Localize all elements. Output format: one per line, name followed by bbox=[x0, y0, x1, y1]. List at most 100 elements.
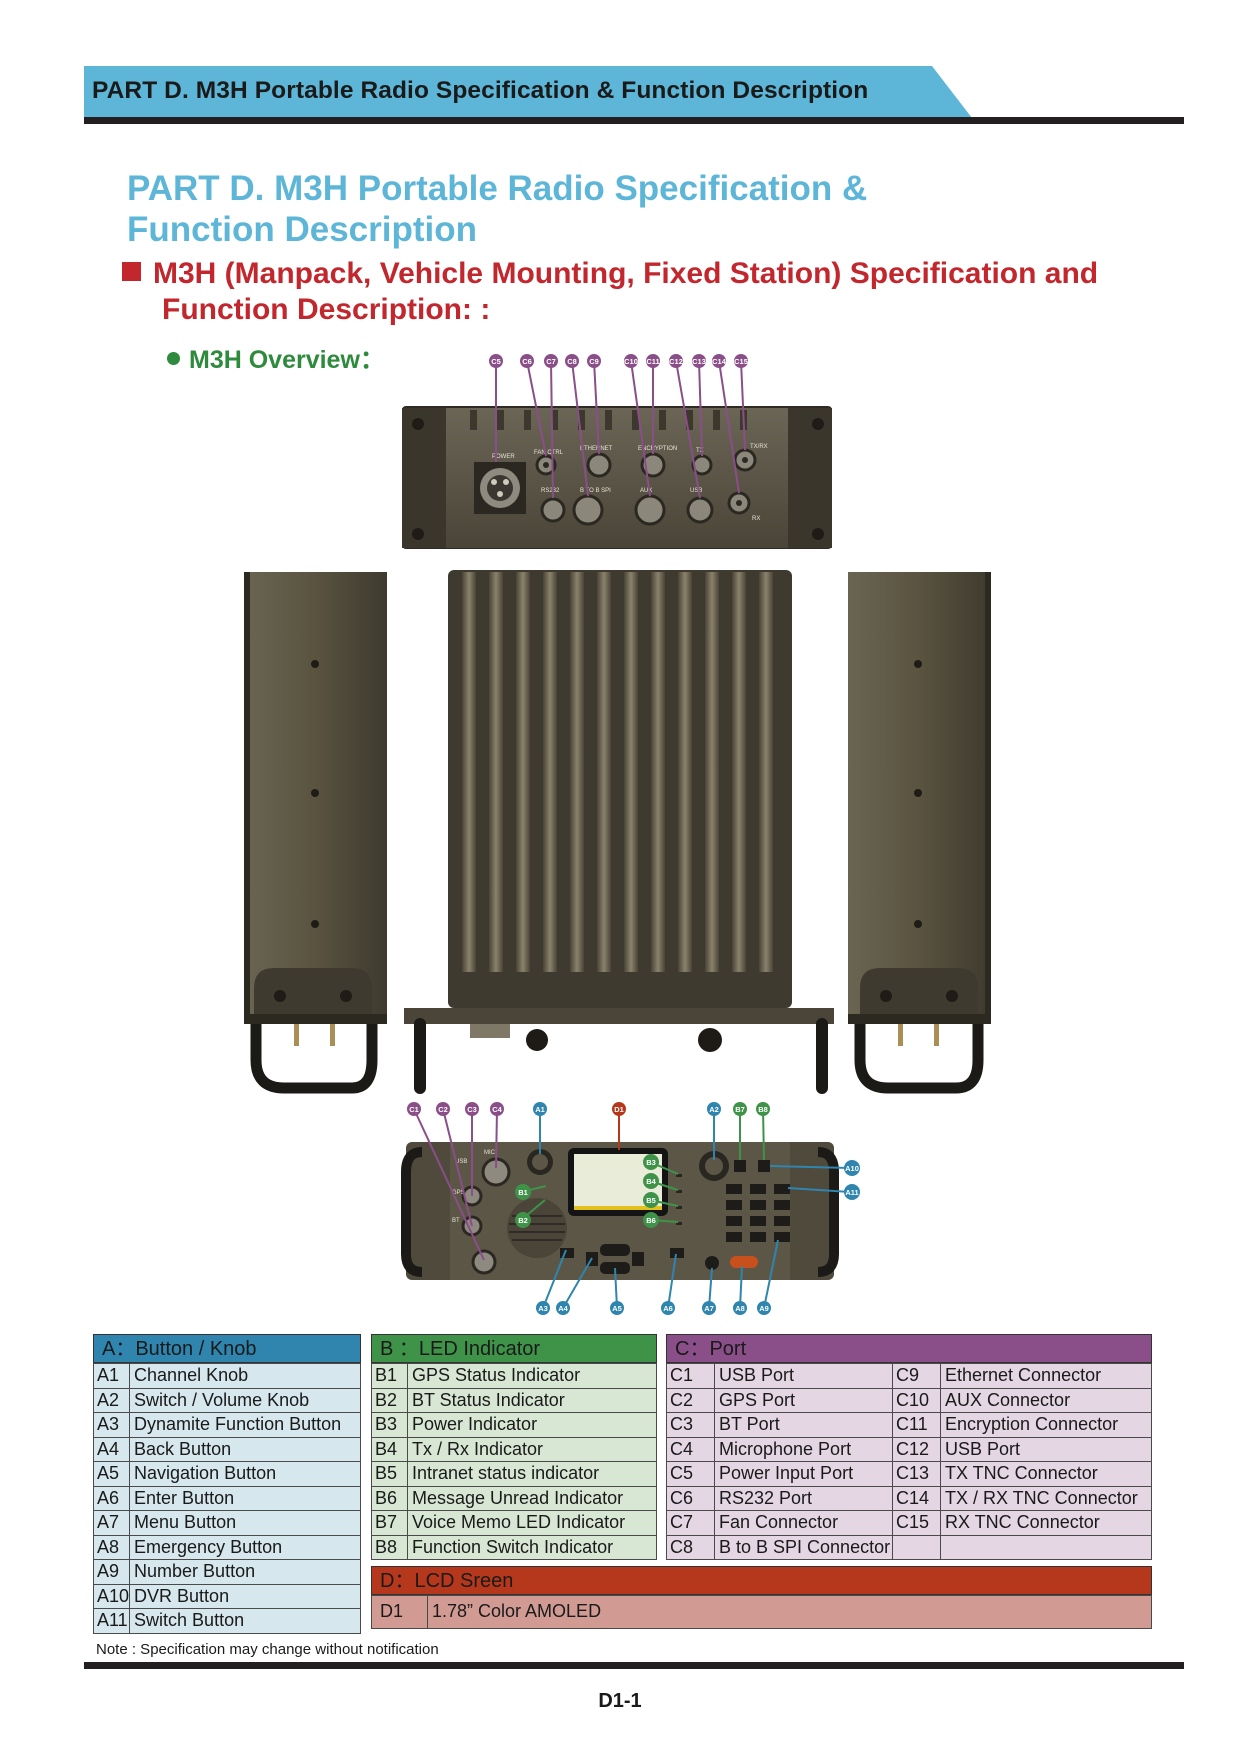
table-cell-name: Function Switch Indicator bbox=[407, 1534, 657, 1560]
table-cell-name: Menu Button bbox=[129, 1510, 361, 1536]
table-cell-code: A4 bbox=[92, 1436, 131, 1462]
front-mic-label: MIC bbox=[484, 1150, 496, 1156]
table-cell-code: C10 bbox=[892, 1387, 941, 1413]
table-cell-code: C15 bbox=[892, 1510, 941, 1536]
svg-text:A11: A11 bbox=[845, 1188, 858, 1197]
table-cell-name: GPS Status Indicator bbox=[407, 1363, 657, 1389]
svg-text:B3: B3 bbox=[646, 1158, 656, 1167]
table-c-header: C：Port bbox=[666, 1334, 1152, 1363]
table-cell-name: Switch Button bbox=[129, 1608, 361, 1634]
table-cell-name: BT Port bbox=[714, 1412, 893, 1438]
top-callouts bbox=[495, 360, 746, 499]
table-cell-code: B4 bbox=[371, 1436, 408, 1462]
rs232-port-label: RS232 bbox=[541, 488, 560, 494]
table-cell-name: AUX Connector bbox=[940, 1387, 1152, 1413]
table-cell-name: Power Indicator bbox=[407, 1412, 657, 1438]
table-cell-code: C3 bbox=[666, 1412, 715, 1438]
table-cell-name: Intranet status indicator bbox=[407, 1461, 657, 1487]
callout-a6 bbox=[661, 1301, 675, 1315]
table-cell-name: Channel Knob bbox=[129, 1363, 361, 1389]
table-cell-code: C14 bbox=[892, 1485, 941, 1511]
table-cell-name bbox=[940, 1534, 1152, 1560]
table-cell-code: C2 bbox=[666, 1387, 715, 1413]
table-cell-code: B3 bbox=[371, 1412, 408, 1438]
svg-text:C7: C7 bbox=[546, 357, 556, 366]
svg-text:B7: B7 bbox=[735, 1105, 745, 1114]
callout-b6 bbox=[643, 1212, 659, 1228]
callout-a4 bbox=[556, 1301, 570, 1315]
table-cell-code: C6 bbox=[666, 1485, 715, 1511]
rear-panel bbox=[402, 406, 832, 549]
callout-c1 bbox=[407, 1102, 421, 1116]
callout-c12 bbox=[669, 354, 683, 368]
callout-b5 bbox=[643, 1192, 659, 1208]
svg-text:C12: C12 bbox=[669, 357, 683, 366]
callout-b7 bbox=[733, 1102, 747, 1116]
table-cell-name: TX TNC Connector bbox=[940, 1461, 1152, 1487]
table-cell-name: Switch / Volume Knob bbox=[129, 1387, 361, 1413]
front-panel bbox=[401, 1142, 839, 1280]
svg-text:A10: A10 bbox=[845, 1164, 859, 1173]
table-cell-name: BT Status Indicator bbox=[407, 1387, 657, 1413]
svg-text:B2: B2 bbox=[518, 1216, 528, 1225]
table-cell-name: RS232 Port bbox=[714, 1485, 893, 1511]
table-cell-name: Number Button bbox=[129, 1559, 361, 1585]
table-cell-name: RX TNC Connector bbox=[940, 1510, 1152, 1536]
svg-text:A6: A6 bbox=[663, 1304, 673, 1313]
callout-a10 bbox=[844, 1160, 860, 1176]
table-cell-name: Power Input Port bbox=[714, 1461, 893, 1487]
callout-d1 bbox=[612, 1102, 626, 1116]
svg-text:B1: B1 bbox=[518, 1188, 528, 1197]
callout-b2 bbox=[515, 1212, 531, 1228]
header-rule bbox=[84, 117, 1184, 124]
callout-c2 bbox=[436, 1102, 450, 1116]
footer-rule bbox=[84, 1662, 1184, 1669]
table-cell-code: A2 bbox=[92, 1387, 131, 1413]
overview-heading-text: M3H Overview： bbox=[189, 346, 385, 374]
callout-c4 bbox=[490, 1102, 504, 1116]
table-cell-code: C9 bbox=[892, 1363, 941, 1389]
power-port-label: POWER bbox=[492, 454, 515, 460]
svg-text:C3: C3 bbox=[467, 1105, 477, 1114]
table-cell-code: C5 bbox=[666, 1461, 715, 1487]
table-cell-code: C7 bbox=[666, 1510, 715, 1536]
table-cell-code: A8 bbox=[92, 1534, 131, 1560]
table-cell-name: GPS Port bbox=[714, 1387, 893, 1413]
table-cell-code: C12 bbox=[892, 1436, 941, 1462]
svg-text:C11: C11 bbox=[646, 357, 659, 366]
overview-heading: M3H Overview： bbox=[167, 340, 385, 376]
table-cell-code: B8 bbox=[371, 1534, 408, 1560]
svg-text:A3: A3 bbox=[538, 1304, 548, 1313]
svg-text:C10: C10 bbox=[624, 357, 638, 366]
table-cell-name: TX / RX TNC Connector bbox=[940, 1485, 1152, 1511]
page-title-line1: PART D. M3H Portable Radio Specification… bbox=[127, 169, 868, 208]
callout-c8 bbox=[565, 354, 579, 368]
callout-a7 bbox=[702, 1301, 716, 1315]
page-title-line2: Function Description bbox=[127, 210, 477, 249]
table-cell-code: A1 bbox=[92, 1363, 131, 1389]
table-cell-name: USB Port bbox=[940, 1436, 1152, 1462]
table-cell-name: B to B SPI Connector bbox=[714, 1534, 893, 1560]
table-cell-name: Enter Button bbox=[129, 1485, 361, 1511]
svg-text:A1: A1 bbox=[535, 1105, 545, 1114]
page-number: D1-1 bbox=[598, 1690, 642, 1712]
table-cell-code bbox=[892, 1534, 941, 1560]
table-cell-name: Microphone Port bbox=[714, 1436, 893, 1462]
left-side-view bbox=[244, 572, 387, 1094]
table-cell-code: C13 bbox=[892, 1461, 941, 1487]
callout-a2 bbox=[707, 1102, 721, 1116]
table-cell-code: A6 bbox=[92, 1485, 131, 1511]
